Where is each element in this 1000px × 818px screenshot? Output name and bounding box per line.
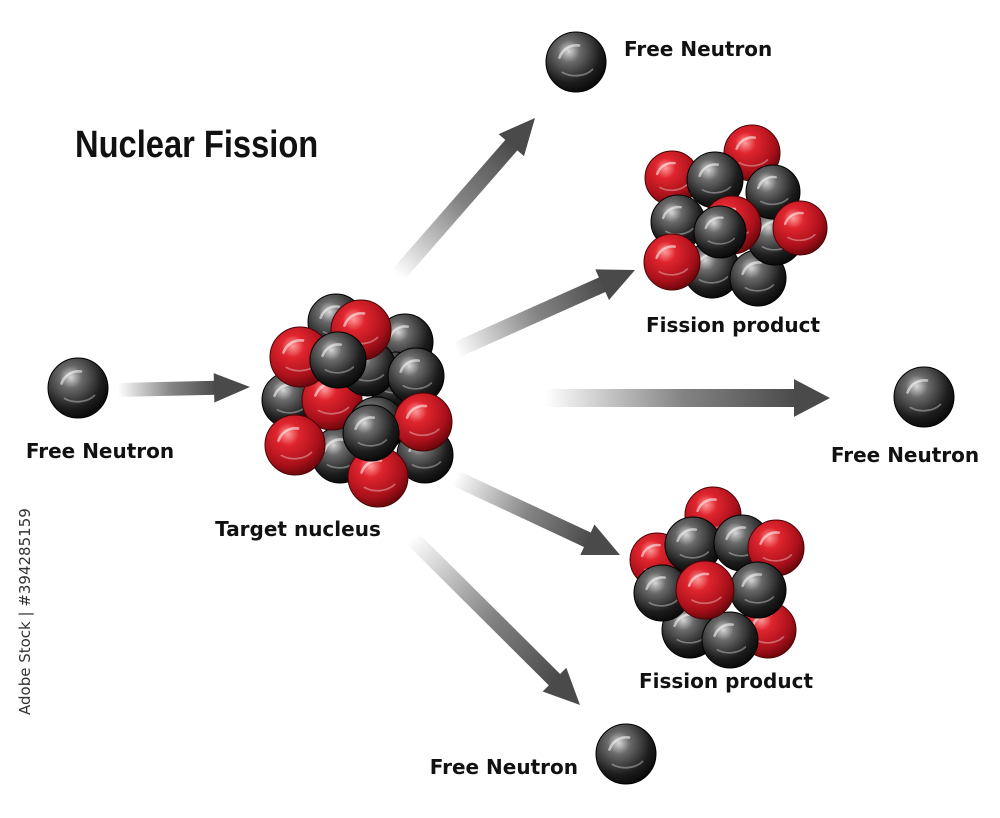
free-neutron-bottom (595, 723, 657, 785)
free-neutron-incoming (47, 357, 109, 419)
lower-fission-product-label: Fission product (639, 669, 813, 693)
proton-13 (264, 414, 326, 476)
neutron-8 (633, 564, 691, 622)
diagram-title: Nuclear Fission (75, 123, 318, 166)
arrow-to-bottom-neutron (406, 532, 580, 705)
neutron-12 (387, 347, 445, 405)
neutron-0 (545, 31, 607, 93)
top-neutron-label: Free Neutron (624, 37, 772, 61)
incoming-neutron-label: Free Neutron (26, 439, 174, 463)
free-neutron-top (545, 31, 607, 93)
particles-layer (47, 31, 955, 785)
neutron-16 (342, 404, 400, 462)
proton-14 (393, 392, 453, 452)
arrow-incoming (117, 373, 251, 403)
neutron-0 (47, 357, 109, 419)
watermark-text: Adobe Stock | #394285159 (16, 508, 34, 715)
neutron-0 (893, 366, 955, 428)
neutron-9 (729, 561, 787, 619)
upper-fission-product-label: Fission product (646, 313, 820, 337)
arrow-to-right-neutron (545, 379, 830, 417)
proton-10 (643, 233, 701, 291)
free-neutron-right (893, 366, 955, 428)
target-nucleus (261, 293, 454, 508)
proton-15 (347, 446, 409, 508)
neutron-11 (309, 331, 367, 389)
proton-10 (675, 560, 735, 620)
arrow-to-lower-product (451, 470, 620, 555)
bottom-neutron-label: Free Neutron (430, 755, 578, 779)
upper-fission-product (643, 124, 828, 307)
proton-8 (772, 200, 828, 256)
right-neutron-label: Free Neutron (831, 443, 979, 467)
neutron-11 (693, 205, 747, 259)
target-nucleus-label: Target nucleus (215, 517, 381, 541)
neutron-4 (701, 611, 759, 669)
neutron-0 (595, 723, 657, 785)
arrows-layer (117, 118, 830, 705)
arrow-to-top-neutron (391, 118, 535, 281)
arrow-to-upper-product (452, 269, 636, 358)
lower-fission-product (629, 486, 805, 669)
